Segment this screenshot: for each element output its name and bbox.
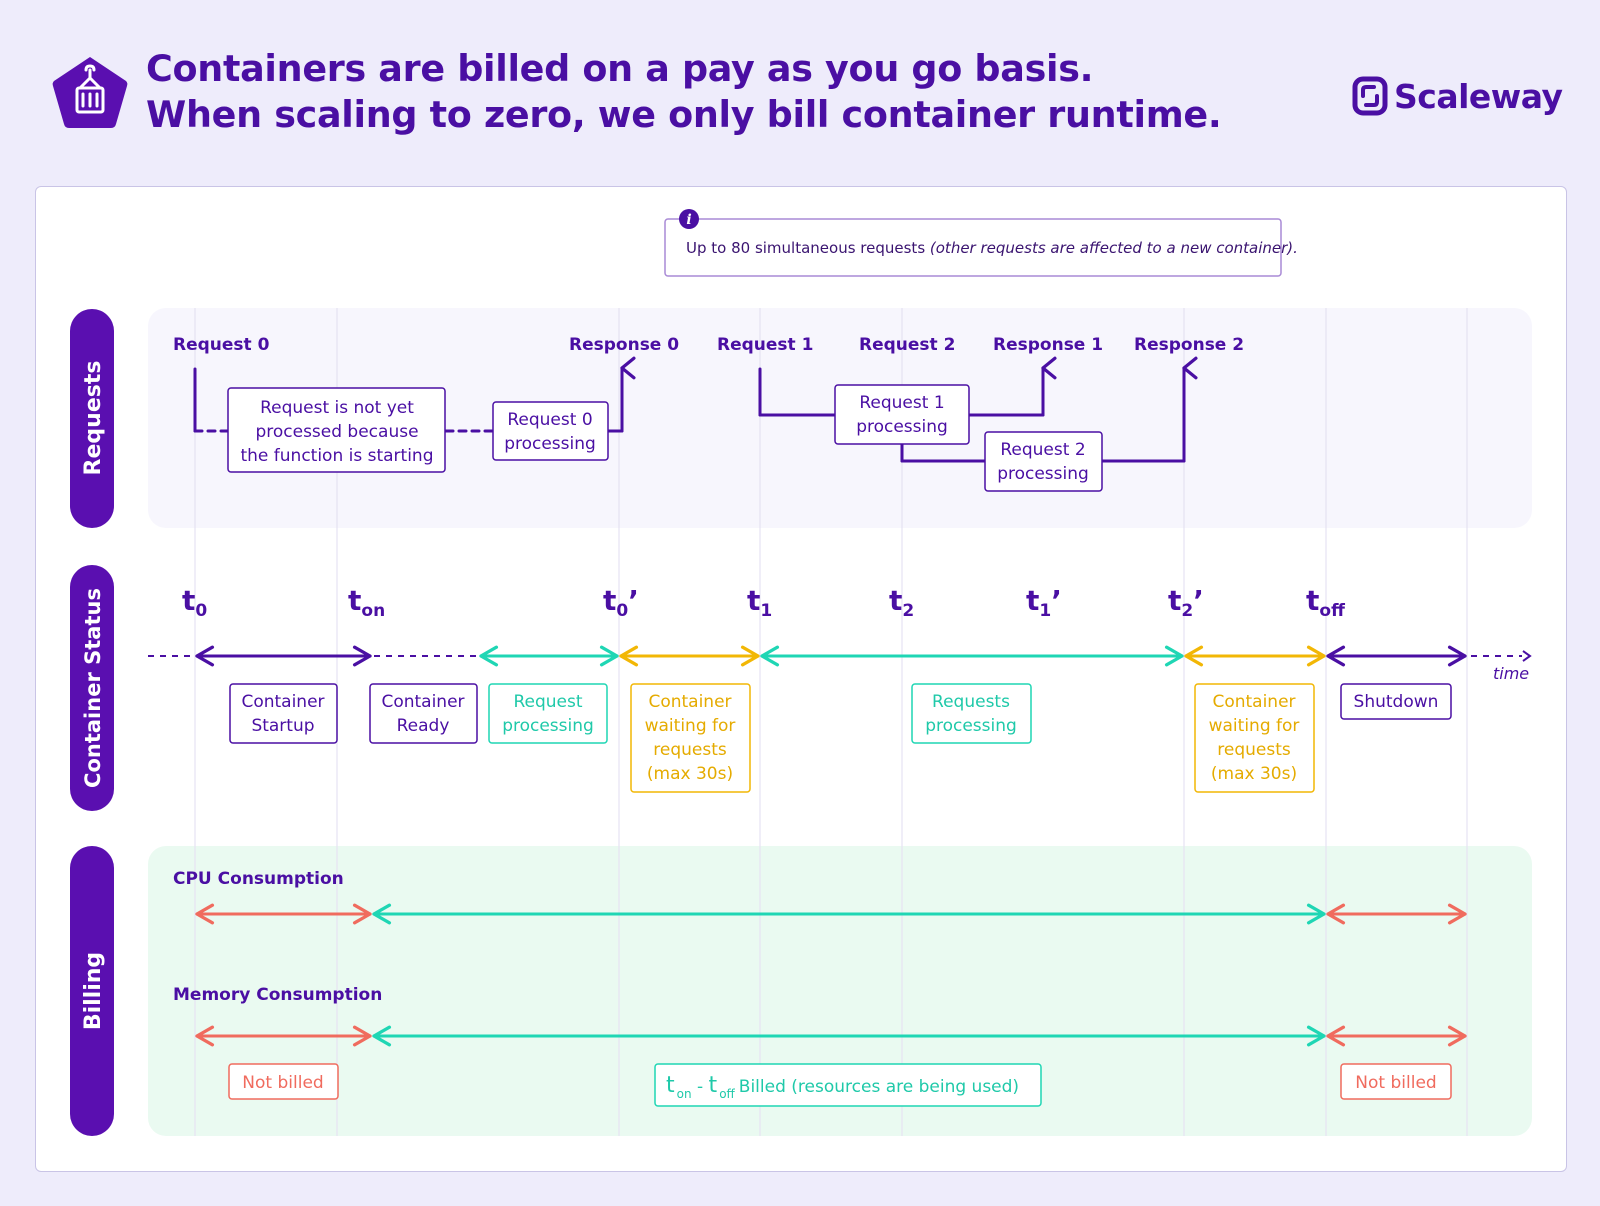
requests-section-pill	[70, 309, 114, 528]
timeline-end-arrow	[1522, 650, 1532, 662]
requests-section-label: Requests	[81, 361, 106, 476]
not-processed-text-2: processed because	[255, 422, 418, 442]
request-1-processing-box	[834, 384, 970, 445]
r1-processing-text-1: Request 1	[859, 393, 944, 413]
requests-processing-box	[911, 683, 1032, 744]
request-2-processing-box	[984, 431, 1103, 492]
r0-processing-text-2: processing	[504, 434, 596, 454]
billing-section-pill	[70, 846, 114, 1136]
not-processed-box	[227, 387, 446, 473]
page-title: Containers are billed on a pay as you go…	[146, 46, 1222, 138]
billed-box	[654, 1063, 1042, 1107]
time-label-toff: toff	[1306, 584, 1345, 621]
cpu-consumption-label: CPU Consumption	[173, 869, 344, 889]
waiting-2-text-2: waiting for	[1209, 716, 1300, 736]
status-section-pill	[70, 565, 114, 811]
info-box	[664, 218, 1282, 277]
info-text-note: (other requests are affected to a new co…	[930, 239, 1298, 257]
ready-text-2: Ready	[397, 716, 450, 736]
request-0-label: Request 0	[173, 335, 270, 355]
r2-processing-text-1: Request 2	[1000, 440, 1085, 460]
shutdown-box	[1340, 683, 1452, 720]
time-guides	[194, 308, 1468, 1136]
time-label-t1: t1	[747, 584, 772, 621]
status-section-label: Container Status	[81, 588, 105, 788]
waiting-2-box	[1194, 683, 1315, 793]
not-processed-text-1: Request is not yet	[260, 398, 414, 418]
not-billed-right-box	[1340, 1063, 1452, 1100]
shutdown-text: Shutdown	[1354, 692, 1439, 712]
r1-processing-text-2: processing	[856, 417, 948, 437]
memory-consumption-label: Memory Consumption	[173, 985, 382, 1005]
time-axis-label: time	[1493, 664, 1529, 683]
info-text-main: Up to 80 simultaneous requests	[686, 239, 930, 257]
not-billed-left-text: Not billed	[242, 1073, 323, 1093]
time-label-t0: t0	[182, 584, 207, 621]
time-label-t1-prime: t1’	[1026, 584, 1062, 621]
r2-processing-text-2: processing	[997, 464, 1089, 484]
title-line-1: Containers are billed on a pay as you go…	[146, 47, 1094, 90]
time-label-t2-prime: t2’	[1168, 584, 1204, 621]
waiting-1-text-3: requests	[653, 740, 727, 760]
header: Containers are billed on a pay as you go…	[0, 0, 1600, 170]
request-0-processing-box	[492, 401, 609, 461]
info-icon-glyph: i	[686, 212, 691, 228]
startup-text-2: Startup	[251, 716, 314, 736]
waiting-2-text-3: requests	[1217, 740, 1291, 760]
brand-logo: Scaleway	[1352, 74, 1563, 118]
request-1-label: Request 1	[717, 335, 813, 355]
title-line-2: When scaling to zero, we only bill conta…	[146, 93, 1222, 136]
waiting-2-text-1: Container	[1212, 692, 1295, 712]
ready-text-1: Container	[381, 692, 464, 712]
r0-processing-text-1: Request 0	[507, 410, 592, 430]
startup-box	[229, 683, 338, 744]
time-label-t0-prime: t0’	[603, 584, 639, 621]
waiting-1-text-2: waiting for	[645, 716, 736, 736]
response-2-label: Response 2	[1134, 335, 1244, 355]
scaleway-logo-icon	[1352, 76, 1388, 116]
not-billed-left-box	[228, 1063, 339, 1100]
brand-name: Scaleway	[1394, 76, 1563, 116]
not-billed-right-text: Not billed	[1355, 1073, 1436, 1093]
time-label-ton: ton	[348, 584, 385, 621]
waiting-1-text-1: Container	[648, 692, 731, 712]
response-1-label: Response 1	[993, 335, 1103, 355]
reqs-processing-text-1: Requests	[932, 692, 1010, 712]
info-text: Up to 80 simultaneous requests (other re…	[686, 239, 1298, 257]
request-2-label: Request 2	[859, 335, 955, 355]
waiting-1-text-4: (max 30s)	[647, 764, 733, 784]
ready-box	[369, 683, 478, 744]
info-icon	[679, 209, 699, 229]
not-processed-text-3: the function is starting	[240, 446, 433, 466]
req-processing-text-2: processing	[502, 716, 594, 736]
time-label-t2: t2	[889, 584, 914, 621]
billing-section-label: Billing	[81, 952, 106, 1030]
req-processing-text-1: Request	[513, 692, 582, 712]
startup-text-1: Container	[241, 692, 324, 712]
container-icon	[52, 57, 128, 128]
request-processing-box	[488, 683, 608, 744]
waiting-2-text-4: (max 30s)	[1211, 764, 1297, 784]
waiting-1-box	[630, 683, 751, 793]
response-0-label: Response 0	[569, 335, 679, 355]
reqs-processing-text-2: processing	[925, 716, 1017, 736]
